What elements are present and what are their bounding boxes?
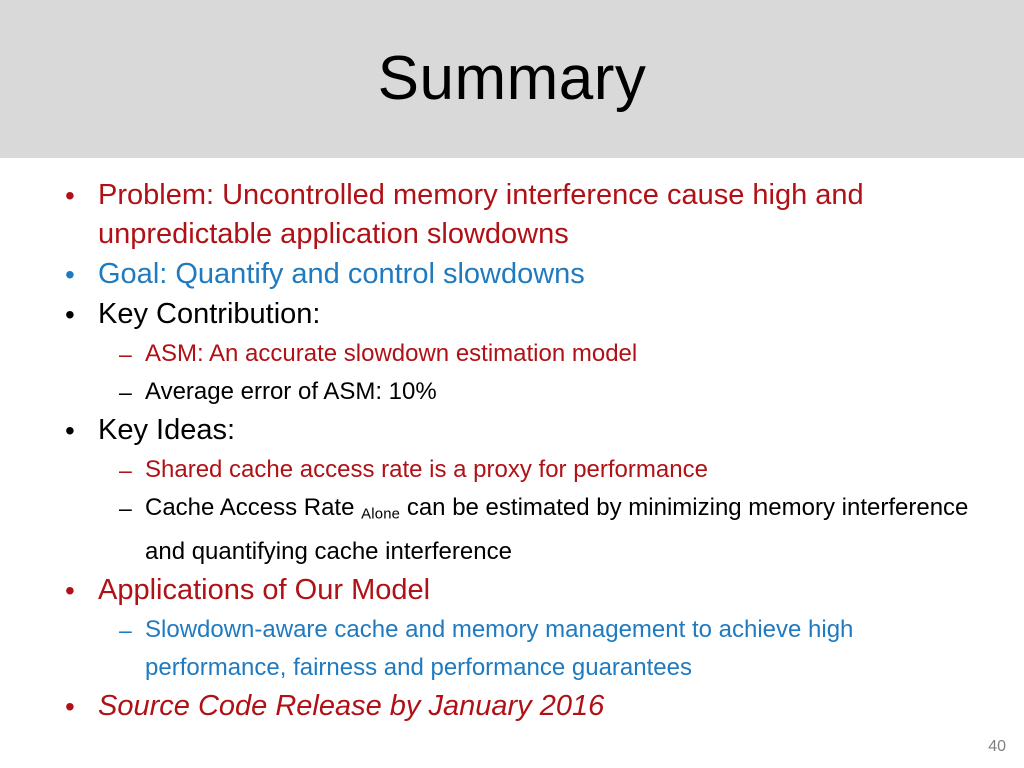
dash-marker-icon: – — [119, 617, 132, 644]
dash-marker-icon: – — [119, 457, 132, 483]
bullet-text: Key Contribution: — [98, 298, 321, 330]
sub-bullet-item: –Cache Access Rate Alone can be estimate… — [58, 489, 978, 571]
bullet-text: Shared cache access rate is a proxy for … — [145, 456, 708, 483]
page-title: Summary — [377, 44, 647, 113]
sub-bullet-item: –Shared cache access rate is a proxy for… — [58, 451, 978, 489]
bullet-item: • Key Contribution: — [58, 295, 978, 334]
sub-bullet-item: –ASM: An accurate slowdown estimation mo… — [58, 335, 978, 373]
bullet-marker-icon: • — [65, 691, 75, 723]
bullet-marker-icon: • — [65, 180, 75, 211]
sub-bullet-item: –Slowdown-aware cache and memory managem… — [58, 611, 978, 687]
bullet-item: • Source Code Release by January 2016 — [58, 687, 978, 726]
sub-bullet-item: –Average error of ASM: 10% — [58, 373, 978, 411]
bullet-marker-icon: • — [65, 299, 75, 330]
page-number: 40 — [988, 738, 1006, 755]
bullet-item: • Problem: Uncontrolled memory interferen… — [58, 176, 978, 254]
title-band — [0, 0, 1024, 158]
bullet-text: Source Code Release by January 2016 — [98, 690, 605, 723]
bullet-text-before: Cache Access Rate — [145, 494, 362, 521]
bullet-text: Cache Access Rate Alone can be estimated… — [145, 489, 978, 571]
bullet-text-after: can be estimated by minimizing memory in… — [145, 494, 969, 566]
bullet-marker-icon: • — [65, 415, 75, 446]
bullet-item: • Applications of Our Model — [58, 571, 978, 610]
bullet-text: Applications of Our Model — [98, 574, 431, 607]
bullet-list: • Problem: Uncontrolled memory interferen… — [58, 176, 978, 727]
dash-marker-icon: – — [119, 495, 132, 521]
bullet-text: Goal: Quantify and control slowdowns — [98, 258, 585, 290]
bullet-item: • Key Ideas: — [58, 411, 978, 450]
dash-marker-icon: – — [119, 341, 132, 367]
bullet-text: Slowdown-aware cache and memory manageme… — [145, 616, 854, 682]
subscript-label: Alone — [361, 506, 401, 523]
bullet-text: Average error of ASM: 10% — [145, 378, 437, 405]
bullet-text: Key Ideas: — [98, 414, 236, 446]
bullet-text: ASM: An accurate slowdown estimation mod… — [145, 340, 638, 367]
bullet-marker-icon: • — [65, 259, 75, 290]
bullet-marker-icon: • — [65, 575, 75, 607]
dash-marker-icon: – — [119, 379, 132, 405]
bullet-item: • Goal: Quantify and control slowdowns — [58, 255, 978, 294]
bullet-text: Problem: Uncontrolled memory interferenc… — [98, 179, 864, 250]
